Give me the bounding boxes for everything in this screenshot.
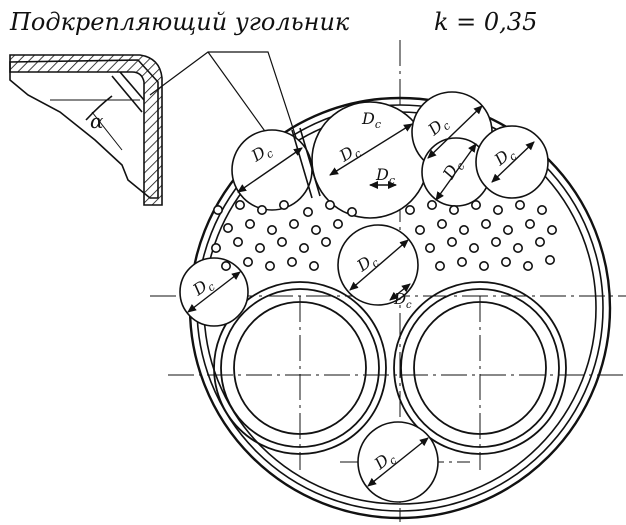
small-tube [512,243,523,254]
angle-profile [9,54,163,206]
small-tube [320,237,331,248]
small-tube [324,200,335,211]
small-tube [414,225,425,236]
small-tube [534,237,545,248]
small-tube [492,205,503,216]
small-tube [346,207,357,218]
small-tube [468,243,479,254]
angle-detail [9,54,163,206]
detail-plate-outline [9,59,159,199]
small-tube [245,219,256,230]
small-tube-field [211,200,557,271]
small-tube [522,260,533,271]
small-tube [276,237,287,248]
small-tube [426,200,437,211]
dc-label: Dc [361,109,381,131]
dimension-arrows [187,105,535,487]
small-tube [235,200,246,211]
small-tube [502,225,513,236]
small-tube [524,219,535,230]
small-tube [480,219,491,230]
small-tube [302,207,313,218]
small-tube [243,256,254,267]
small-tube [470,200,481,211]
small-tube [490,237,501,248]
small-tube [500,256,511,267]
small-tube [278,200,289,211]
small-tube [458,225,469,236]
small-tube [536,205,547,216]
small-tube [514,200,525,211]
small-tube [434,260,445,271]
dc-label: Dc [393,290,412,311]
small-tube [255,243,266,254]
small-tube [332,219,343,230]
small-tube [478,260,489,271]
small-tube [310,225,321,236]
large-tube-left [213,281,387,455]
large-tube-right [393,281,567,455]
small-tube [424,243,435,254]
small-tube [213,205,224,216]
weld-line [119,71,145,101]
small-tube [436,219,447,230]
dc-circle-1 [231,129,313,211]
small-tube [308,260,319,271]
small-tube [404,205,415,216]
small-tube [266,225,277,236]
dc-label: Dc [375,165,395,187]
angle-arc [85,95,113,121]
small-tube [546,225,557,236]
small-tube [544,255,555,266]
small-tube [264,260,275,271]
weld-line-2 [111,75,143,113]
small-tube [446,237,457,248]
small-tube [448,205,459,216]
small-tube [211,243,222,254]
small-tube [256,205,267,216]
small-tube [288,219,299,230]
small-tube [456,256,467,267]
small-tube [298,243,309,254]
small-tube [233,237,244,248]
caption-reinforcing-angle: Подкрепляющий угольник [10,8,350,36]
angle-alpha-label: α [90,109,104,133]
small-tube [221,260,232,271]
small-tube [286,256,297,267]
k-coefficient: k = 0,35 [434,8,538,36]
small-tube [223,223,234,234]
